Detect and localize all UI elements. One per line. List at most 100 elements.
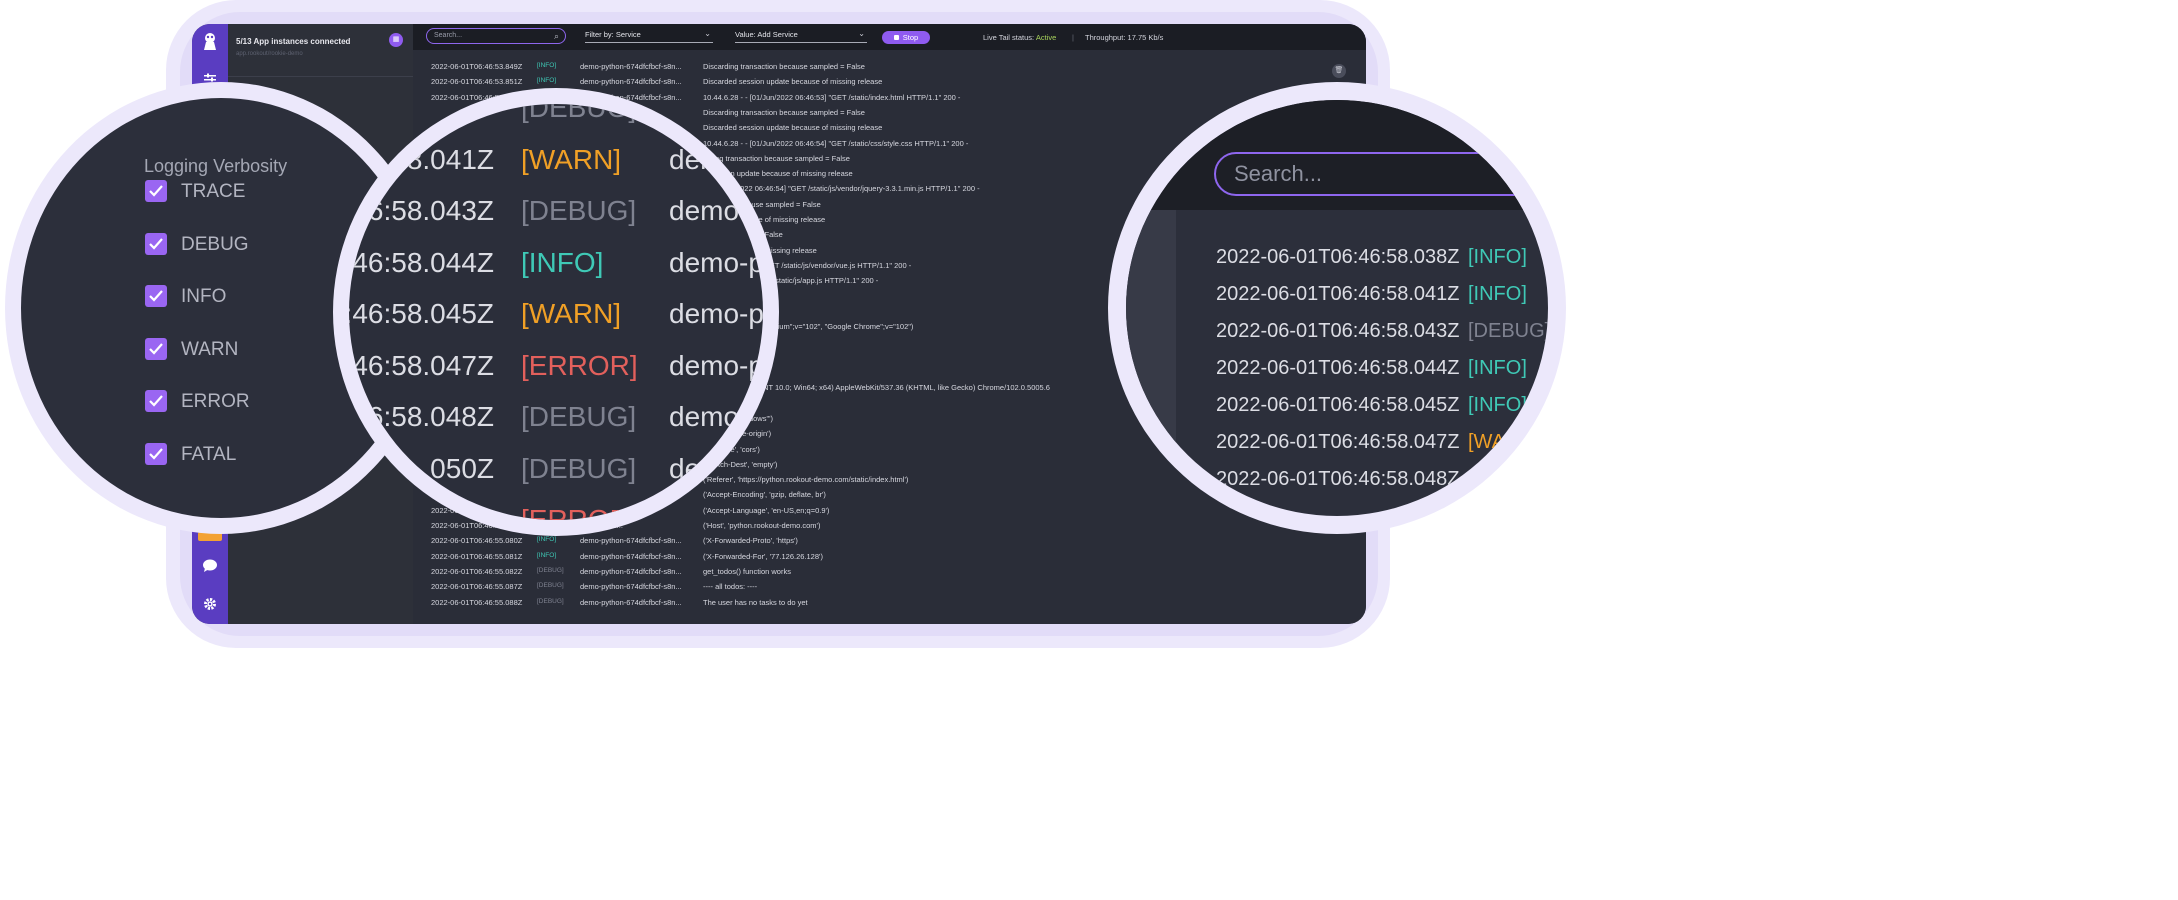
status-separator: |	[1072, 33, 1074, 42]
verbosity-label: WARN	[181, 338, 239, 360]
sidebar-divider	[228, 76, 413, 77]
throughput: Throughput: 17.75 Kb/s	[1085, 33, 1164, 42]
zoom-log-row: :46:58.047Z[ERROR]demo-p	[349, 349, 764, 390]
zoom-timestamp: .050Z	[422, 452, 494, 484]
zoom-timestamp: 2022-06-01T06:46:58.038Z	[1216, 246, 1460, 268]
zoom-log-row: 58.041Z[WARN]dem	[349, 144, 763, 184]
log-message: ...ding transaction because sampled = Fa…	[703, 153, 850, 163]
log-message: Discarding transaction because sampled =…	[703, 107, 865, 117]
log-service: demo-python-674dfcfbcf-s8n...	[580, 62, 682, 71]
log-timestamp: 2022-06-01T06:46:55.080Z	[431, 536, 523, 546]
chevron-down-icon: ⌄	[858, 29, 865, 38]
log-level: [DEBUG]	[537, 566, 564, 574]
zoom-log-row: :46:58.045Z[WARN]demo-py	[349, 298, 763, 338]
zoom-level: [DEBUG]	[521, 92, 637, 123]
zoom-timestamp: 6:58.048Z	[367, 401, 494, 432]
checkbox-checked-icon[interactable]	[145, 285, 167, 307]
zoom-level: [ERROR]	[521, 349, 638, 381]
value-dropdown[interactable]: Value: Add Service ⌄	[735, 29, 867, 43]
trash-icon[interactable]: 🗑	[1332, 64, 1346, 78]
verbosity-label: ERROR	[181, 391, 250, 412]
zoom-service: demo-py	[669, 298, 778, 329]
search-placeholder: Search...	[434, 32, 463, 39]
zoom-log-row: 2022-06-01T06:46:58.047Z[WA	[1126, 431, 1548, 461]
rookout-logo-icon	[192, 32, 228, 55]
log-message: Discarding transaction because sampled =…	[703, 62, 865, 71]
zoom-level: [DEBUG]	[521, 401, 637, 432]
checkbox-checked-icon[interactable]	[145, 337, 167, 360]
zoom-timestamp: 2022-06-01T06:46:58.043Z	[1216, 320, 1460, 342]
log-message: Discarded session update because of miss…	[703, 123, 883, 133]
zoom-timestamp: 46:58.043Z	[352, 195, 494, 226]
log-message: ...2022 06:46:54] "GET /static/js/vendor…	[703, 260, 912, 270]
live-tail-status: Live Tail status: Active	[983, 33, 1056, 42]
search-input[interactable]: Search... ⌕	[426, 28, 566, 44]
zoom-level: [INFO]	[521, 246, 604, 278]
stop-button[interactable]: Stop	[882, 31, 930, 44]
log-timestamp: 2022-06-01T06:46:55.082Z	[431, 566, 523, 576]
zoom-search-placeholder: Search...	[1234, 161, 1323, 186]
search-zoom: Search... 2022-06-01T06:46:58.038Z[INFO]…	[1108, 82, 1566, 534]
log-level: [INFO]	[537, 551, 557, 559]
gear-icon[interactable]	[192, 597, 228, 614]
zoom-service: demo	[669, 401, 740, 432]
log-timestamp: 2022-06-01T06:46:...	[431, 521, 502, 530]
zoom-service: de	[669, 452, 701, 484]
checkbox-checked-icon[interactable]	[145, 232, 167, 255]
zoom-timestamp: 2022-06-01T06:46:58.044Z	[1216, 357, 1460, 379]
zoom-timestamp: 2022-06-01T06:46:58.048Z	[1216, 468, 1460, 490]
filter-dropdown[interactable]: Filter by: Service ⌄	[585, 29, 713, 43]
live-tail-label: Live Tail status:	[983, 33, 1035, 42]
log-service: demo-python-674dfcfbcf-s8n...	[580, 566, 682, 576]
verbosity-title: Logging Verbosity	[144, 156, 288, 176]
chevron-down-icon: ⌄	[704, 29, 711, 38]
log-message: ...and";v="99", "Chromium";v="102", "Goo…	[703, 322, 914, 332]
log-message: ...[01/Jun/2022 06:46:54] "GET /static/j…	[703, 184, 980, 194]
log-message: ('Accept-Encoding', 'gzip, deflate, br')	[703, 490, 826, 500]
stop-icon	[893, 35, 899, 40]
zoom-log-row: 2022-06-01T06:46:58.043Z [DEBUG]	[1126, 320, 1551, 350]
log-level: [DEBUG]	[537, 597, 564, 605]
zoom-timestamp: :46:58.045Z	[344, 298, 494, 329]
checkbox-checked-icon[interactable]	[145, 390, 167, 412]
log-timestamp: 2022-06-01T06:46:53.849Z	[431, 62, 523, 71]
log-level: [INFO]	[537, 77, 557, 85]
log-timestamp: 2022-06-01T06:46:55.088Z	[431, 597, 523, 607]
zoom-service: demo-py	[669, 246, 778, 278]
log-service: demo-python-674dfcfbcf-s8n...	[580, 597, 682, 607]
log-message: ...update because of missing release	[703, 215, 826, 224]
chat-icon[interactable]	[192, 559, 228, 576]
log-service: demo-python-674dfcfbcf-s8n...	[580, 551, 682, 561]
instances-grid-button[interactable]: ▦	[389, 33, 403, 47]
zoom-log-row: 2022-06-01T06:46:58.038Z[INFO]	[1126, 246, 1548, 276]
log-service: demo-python-674dfcfbcf-s8n...	[580, 582, 682, 592]
log-timestamp: 2022-06-01T06:46:55.081Z	[431, 551, 523, 561]
log-level: [INFO]	[537, 536, 557, 544]
log-message: Discarded session update because of miss…	[703, 77, 883, 87]
zoom-log-row: .050Z [DEBUG] de	[349, 452, 763, 493]
log-toolbar: Search... ⌕ Filter by: Service ⌄ Value: …	[413, 24, 1366, 50]
zoom-log-row: 6:58.048Z [DEBUG] demo	[349, 401, 763, 441]
zoom-level: [DEBUG]	[521, 452, 637, 484]
zoom-log-row: 2022-06-01T06:46:58.041Z[INFO]	[1126, 283, 1548, 313]
log-timestamp: 2022-06-01T06:46:53.851Z	[431, 77, 523, 87]
log-timestamp: 2022-06-01T06:46:55.087Z	[431, 582, 523, 592]
filter-label: Filter by: Service	[585, 30, 641, 39]
zoom-log-row: :46:58.044Z[INFO]demo-py	[349, 246, 763, 287]
zoom-log-row: 46:58.043Z[DEBUG]demo-p	[349, 195, 763, 235]
checkbox-checked-icon[interactable]	[145, 180, 167, 202]
checkbox-checked-icon[interactable]	[145, 442, 167, 465]
zoom-search-input[interactable]: Search...	[1214, 152, 1548, 196]
zoom-log-row: 2022-06-01T06:46:58.044Z[INFO]	[1126, 357, 1548, 387]
zoom-level: [DEBUG]	[1468, 320, 1551, 342]
verbosity-label: INFO	[181, 286, 227, 307]
log-message: ...Fetch-Dest', 'empty')	[703, 459, 778, 469]
log-message: ('X-Forwarded-Proto', 'https')	[703, 536, 798, 546]
new-badge	[198, 532, 222, 541]
log-message: 10.44.6.28 - - [01/Jun/2022 06:46:54] "G…	[703, 138, 969, 148]
zoom-timestamp: :46:58.044Z	[344, 246, 494, 278]
zoom-service: demo-p	[669, 349, 764, 381]
log-message: The user has no tasks to do yet	[703, 597, 808, 607]
log-message: ...saction because sampled = False	[703, 199, 821, 209]
